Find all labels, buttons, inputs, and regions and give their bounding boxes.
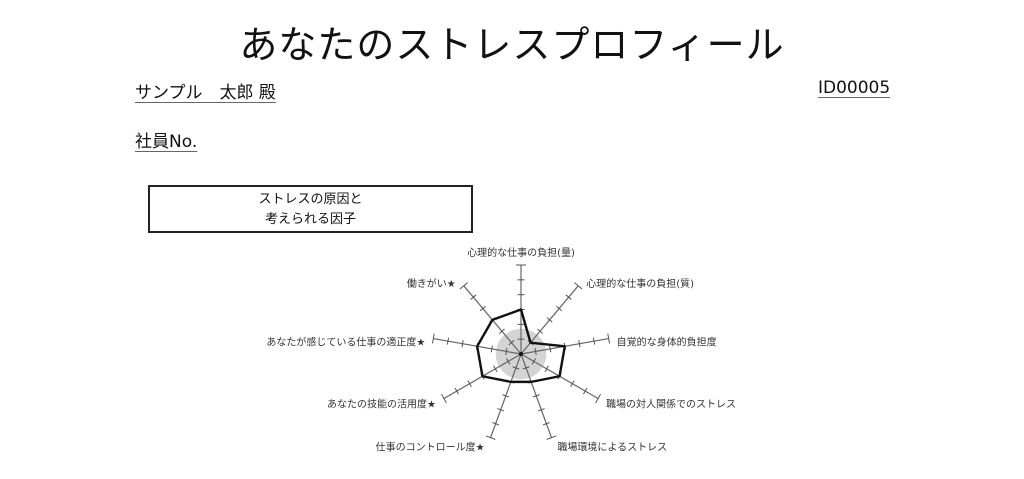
employee-number-label: 社員No. — [135, 132, 198, 152]
radar-series — [475, 308, 567, 384]
section-heading-line2: 考えられる因子 — [264, 212, 356, 227]
radar-axis-label: あなたの技能の活用度★ — [327, 398, 436, 411]
radar-axis-label: 心理的な仕事の負担(質) — [586, 277, 694, 290]
radar-axis-label: 働きがい★ — [407, 277, 456, 290]
radar-axis-label: 心理的な仕事の負担(量) — [467, 246, 575, 259]
radar-axis-label: 職場環境によるストレス — [557, 441, 667, 454]
section-heading-line1: ストレスの原因と — [258, 192, 363, 207]
radar-axis-label: 職場の対人関係でのストレス — [606, 398, 736, 411]
radar-axis-label: 仕事のコントロール度★ — [376, 441, 485, 454]
radar-axis-label: あなたが感じている仕事の適正度★ — [266, 336, 425, 349]
page-title: あなたのストレスプロフィール — [239, 23, 785, 67]
section-heading-box: ストレスの原因と 考えられる因子 — [148, 185, 473, 233]
radar-axis-label: 自覚的な身体的負担度 — [617, 336, 717, 349]
document-id: ID00005 — [818, 78, 891, 98]
recipient-name: サンプル 太郎 殿 — [135, 83, 276, 103]
